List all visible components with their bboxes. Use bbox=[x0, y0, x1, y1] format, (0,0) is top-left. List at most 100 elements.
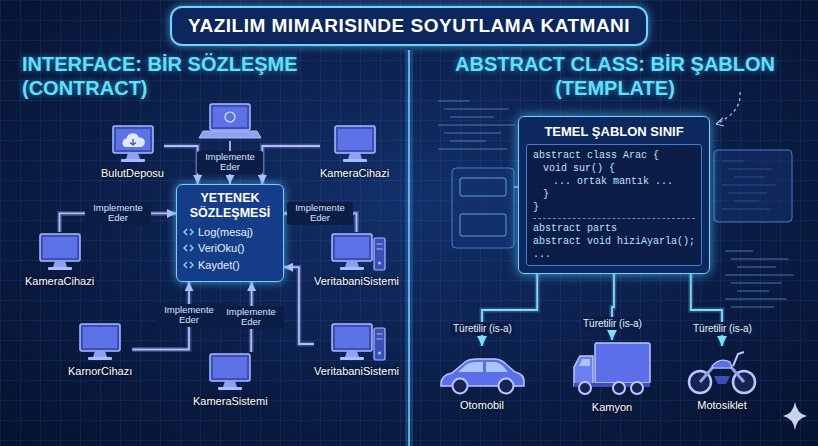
connector-glow bbox=[691, 274, 722, 346]
device-label: VeritabaniSistemi bbox=[314, 365, 399, 377]
icon-holder bbox=[330, 124, 380, 164]
edge-label: Implemente Eder bbox=[218, 306, 284, 329]
abstract-class-box: TEMEL ŞABLON SINIFabstract class Arac {v… bbox=[518, 116, 710, 274]
code-line: } bbox=[533, 188, 695, 201]
code-panel: abstract class Arac {void sur() {... ort… bbox=[526, 144, 702, 266]
device-node: KameraCihazi bbox=[25, 232, 94, 287]
connector-arrow bbox=[612, 274, 614, 340]
sparkle bbox=[783, 402, 807, 430]
method-icon bbox=[183, 228, 194, 236]
server-computer-icon bbox=[327, 322, 387, 362]
server-computer-icon bbox=[327, 232, 387, 272]
edge-label: Implemente Eder bbox=[156, 304, 222, 327]
interface-title: YETENEK SÖZLEŞMESİ bbox=[183, 191, 277, 221]
code-symbol bbox=[183, 244, 194, 252]
edge-label: Türetilir (is-a) bbox=[691, 322, 754, 335]
connector-glow bbox=[612, 274, 614, 340]
code-stroke bbox=[737, 290, 769, 292]
divider-line bbox=[408, 50, 410, 446]
code-stroke bbox=[438, 124, 515, 126]
side-panel-right bbox=[714, 92, 792, 222]
code-stroke bbox=[438, 148, 507, 150]
laptop-symbol bbox=[225, 112, 235, 122]
method-row: Log(mesaj) bbox=[183, 225, 277, 239]
laptop-screen bbox=[210, 104, 250, 130]
device-node: Kamyon bbox=[571, 340, 653, 413]
section-heading: INTERFACE: BİR SÖZLEŞME (CONTRACT) bbox=[22, 52, 367, 100]
code-stroke bbox=[450, 116, 494, 118]
code-stroke bbox=[731, 282, 781, 284]
code-stroke bbox=[731, 258, 789, 260]
code-stroke bbox=[725, 298, 787, 300]
computer-icon bbox=[75, 322, 125, 362]
device-node: BulutDeposu bbox=[101, 124, 164, 179]
section-heading: ABSTRACT CLASS: BİR ŞABLON (TEMPLATE) bbox=[445, 52, 785, 100]
panel-frame bbox=[714, 150, 792, 222]
panel-box bbox=[460, 178, 506, 196]
method-icon bbox=[183, 261, 194, 269]
class-title: TEMEL ŞABLON SINIF bbox=[526, 122, 702, 144]
device-node: KameraCihazi bbox=[320, 124, 389, 179]
connector-arrow bbox=[284, 267, 314, 344]
method-row: Kaydet() bbox=[183, 258, 277, 272]
code-line: abstract void hiziAyarla(); bbox=[533, 235, 695, 248]
connector-glow bbox=[262, 146, 320, 184]
connector-arrow bbox=[482, 274, 537, 346]
motorcycle-illustration bbox=[686, 346, 758, 396]
code-stroke bbox=[450, 140, 486, 142]
device-label: Kamyon bbox=[592, 401, 632, 413]
device-label: KameraSistemi bbox=[193, 395, 268, 407]
device-node: VeritabaniSistemi bbox=[314, 232, 399, 287]
icon-holder bbox=[35, 232, 85, 272]
code-line: void sur() { bbox=[533, 162, 695, 175]
method-name: Log(mesaj) bbox=[198, 225, 253, 239]
device-node: Motosiklet bbox=[686, 346, 758, 411]
truck-illustration bbox=[571, 340, 653, 398]
divider-glow bbox=[405, 50, 413, 446]
icon-holder bbox=[571, 340, 653, 398]
icon-holder bbox=[75, 322, 125, 362]
icon-holder bbox=[108, 124, 158, 164]
laptop-base bbox=[199, 131, 261, 138]
car-illustration bbox=[436, 346, 528, 396]
device-label: Motosiklet bbox=[697, 399, 747, 411]
code-symbol bbox=[183, 228, 194, 236]
code-line: } bbox=[533, 201, 695, 214]
connector-glow bbox=[164, 146, 198, 184]
code-stroke bbox=[444, 132, 501, 134]
method-name: VeriOku() bbox=[198, 241, 244, 255]
computer-icon bbox=[35, 232, 85, 272]
edge-label: Implemente Eder bbox=[85, 202, 151, 225]
edge-label: Implemente Eder bbox=[287, 202, 353, 225]
diagram-title: YAZILIM MIMARISINDE SOYUTLAMA KATMANI bbox=[170, 6, 648, 46]
edge-label: Türetilir (is-a) bbox=[581, 317, 644, 330]
laptop-display bbox=[213, 107, 247, 127]
method-name: Kaydet() bbox=[198, 258, 240, 272]
panel-frame bbox=[452, 168, 514, 248]
method-icon bbox=[183, 244, 194, 252]
edge-label: Implemente Eder bbox=[197, 151, 263, 174]
device-node: KameraSistemi bbox=[193, 352, 268, 407]
connector-arrow bbox=[691, 274, 722, 346]
dashed-arrow bbox=[716, 92, 740, 124]
device-node: VeritabaniSistemi bbox=[314, 322, 399, 377]
edge-label: Türetilir (is-a) bbox=[451, 322, 514, 335]
code-stroke bbox=[725, 274, 794, 276]
device-label: KameraCihazi bbox=[25, 275, 94, 287]
code-stroke bbox=[444, 108, 509, 110]
icon-holder bbox=[327, 232, 387, 272]
code-stroke bbox=[731, 306, 774, 308]
code-stroke bbox=[725, 250, 753, 252]
method-row: VeriOku() bbox=[183, 241, 277, 255]
computer-icon bbox=[205, 352, 255, 392]
icon-holder bbox=[327, 322, 387, 362]
connector-arrow bbox=[262, 146, 320, 184]
connector-glow bbox=[284, 267, 314, 344]
icon-holder bbox=[436, 346, 528, 396]
dashed-arrow-head bbox=[716, 118, 724, 126]
panel-box bbox=[460, 214, 506, 236]
cloud-computer-icon bbox=[108, 124, 158, 164]
code-line: abstract parts bbox=[533, 218, 695, 235]
code-line: ... ortak mantık ... bbox=[533, 175, 695, 188]
